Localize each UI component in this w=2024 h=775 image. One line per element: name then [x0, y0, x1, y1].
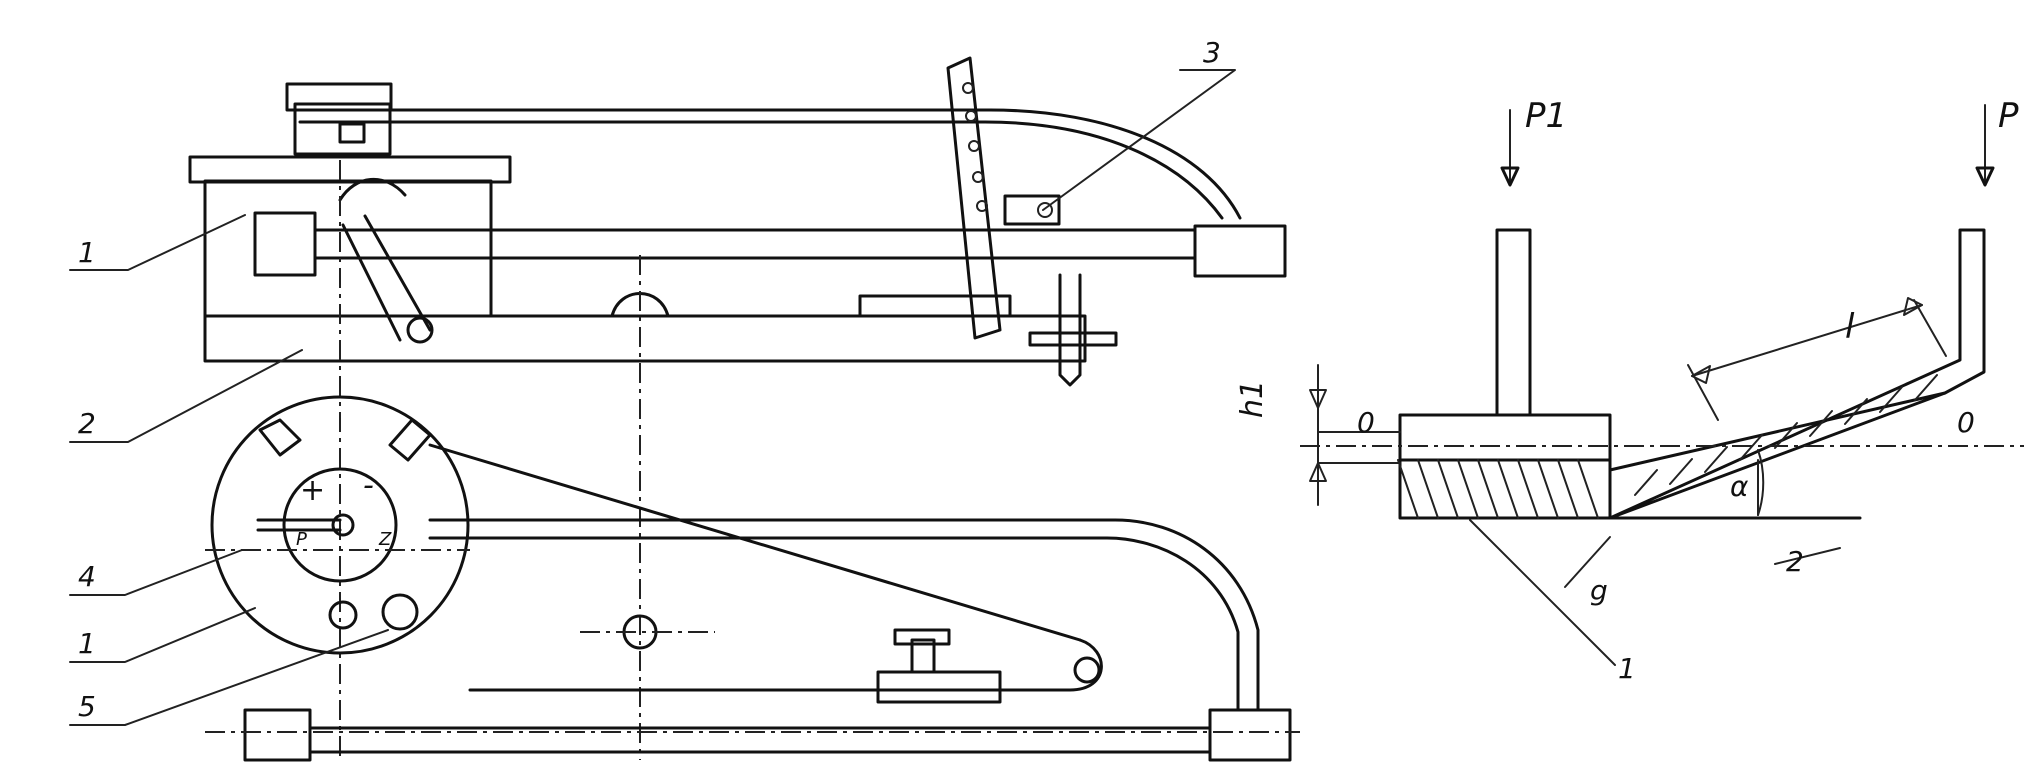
left-hatching [1397, 459, 1599, 519]
left-nozzle [258, 418, 302, 457]
left-text: 1 2 3 4 1 5 + - P Z [78, 36, 1221, 723]
upper-arm [298, 108, 1242, 220]
small-hole-left [328, 600, 358, 630]
base-body [203, 179, 493, 318]
left-post [1495, 228, 1532, 417]
curved-scale [946, 56, 1002, 340]
left-clamp [253, 211, 317, 277]
dial-p: P [296, 529, 307, 550]
label-1-mid: 1 [78, 627, 96, 660]
top-cap [285, 82, 393, 112]
scale-hole-1 [962, 82, 974, 94]
right-nozzle [388, 418, 432, 462]
left-block-hatched [1398, 458, 1612, 520]
label-o-right: 0 [1957, 406, 1975, 439]
top-knob [338, 122, 366, 144]
h1-upper-arrow [1309, 389, 1327, 409]
upper-arm-inner [298, 120, 1224, 220]
left-leaders [69, 69, 1236, 726]
small-hole-right [381, 593, 419, 631]
scale-hole-3 [968, 140, 980, 152]
label-one: 1 [1618, 652, 1636, 685]
plate-top-edge [1608, 391, 1947, 472]
length-arrow-left [1691, 365, 1711, 384]
bottom-loop [468, 638, 1103, 692]
label-two: 2 [1786, 545, 1804, 578]
linkage-arm [341, 223, 402, 342]
dial-minus: - [363, 468, 374, 503]
alpha-arc [1757, 449, 1765, 516]
side-slot [1028, 331, 1118, 347]
bottom-left-clamp [243, 708, 312, 762]
leader-1-right [1469, 519, 1616, 666]
dial [282, 467, 398, 583]
p2-arrow-head [1975, 166, 1995, 187]
scale-hole-4 [972, 171, 984, 183]
length-arrow-right [1903, 297, 1923, 316]
label-h1: h1 [1235, 380, 1270, 418]
label-alpha: α [1730, 470, 1749, 503]
lower-arm-top [428, 518, 1260, 712]
dial-center [331, 513, 355, 537]
probe [1058, 273, 1082, 387]
leader-g [1564, 536, 1611, 588]
label-p1: P1 [1525, 96, 1567, 136]
lower-arm-bottom [428, 536, 1240, 712]
leader-2 [69, 349, 303, 443]
scale-clamp [1003, 194, 1061, 226]
length-extension-left [1687, 364, 1719, 421]
label-l: l [1845, 307, 1855, 347]
label-o-left: 0 [1357, 406, 1375, 439]
label-g: g [1590, 574, 1608, 607]
label-4: 4 [78, 560, 96, 593]
leader-5 [69, 629, 389, 726]
bottom-knob-stem [910, 638, 936, 674]
label-2: 2 [78, 407, 96, 440]
p1-arrow-head [1500, 166, 1520, 187]
dial-plus: + [300, 473, 325, 508]
scale-hole-5 [976, 200, 988, 212]
inclined-plate [1608, 228, 1986, 520]
plate-hatching [1634, 374, 1938, 496]
h1-lower-arrow [1309, 462, 1327, 482]
leader-4 [69, 549, 243, 596]
right-clamp [1193, 224, 1287, 278]
top-housing [293, 102, 392, 156]
linkage-pin [406, 316, 434, 344]
leader-1-mid [69, 607, 256, 663]
clamp-screw [1037, 202, 1053, 218]
bottom-right-clamp [1208, 708, 1292, 762]
base-rail [203, 314, 1087, 363]
leader-2-right [1774, 547, 1841, 565]
right-schematic [1300, 104, 2024, 666]
left-block-top [1398, 413, 1612, 462]
top-plate [188, 155, 512, 184]
leader-1-top [69, 214, 246, 271]
diagonal-rail [428, 443, 1082, 642]
linkage-arc [338, 178, 407, 202]
bottom-knob-cap [893, 628, 951, 646]
outer-disc [210, 395, 470, 655]
plan-view-assembly [205, 395, 1300, 762]
length-extension-right [1913, 299, 1947, 357]
label-p2: P [1998, 96, 2019, 136]
linkage-arm-2 [363, 214, 432, 332]
dial-z: Z [378, 529, 392, 550]
slide-block [858, 294, 1012, 318]
loop-hole [1073, 656, 1101, 684]
label-1-top: 1 [78, 236, 96, 269]
leader-3 [1042, 69, 1236, 211]
label-5: 5 [78, 690, 96, 723]
right-text: P1 P h1 0 0 l α g 2 1 [1235, 96, 2019, 685]
bottom-slide [876, 670, 1002, 704]
length-dimension-line [1691, 304, 1923, 377]
side-view-assembly [188, 56, 1287, 760]
label-3: 3 [1203, 36, 1221, 69]
scale-hole-2 [965, 110, 977, 122]
